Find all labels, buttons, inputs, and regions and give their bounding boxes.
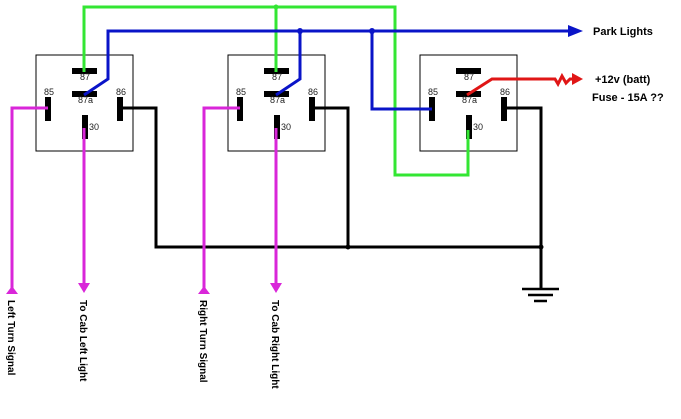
pin-87a-label: 87a [462,95,477,105]
right-turn-signal-label: Right Turn Signal [197,300,208,383]
cab-right-arrow-icon [270,283,282,293]
power-arrow-icon [572,73,583,85]
pin-30-label: 30 [89,122,99,132]
pin-86-label: 86 [116,87,126,97]
pin-30-label: 30 [473,122,483,132]
ground-junction [345,244,351,250]
pin-30-label: 30 [281,122,291,132]
pin-87-label: 87 [80,72,90,82]
pin-85-label: 85 [236,87,246,97]
pin-85-label: 85 [44,87,54,97]
pin-87a-label: 87a [78,95,93,105]
right-turn-arrow-icon [198,286,210,294]
pin-87-label: 87 [464,72,474,82]
power-label: +12v (batt) [595,74,651,86]
pin-86-label: 86 [308,87,318,97]
cab-left-arrow-icon [78,283,90,293]
ground-wire [123,106,543,289]
pin-85-label: 85 [428,87,438,97]
magenta-wire [10,106,278,292]
park-lights-label: Park Lights [593,26,653,38]
pin-87-label: 87 [272,72,282,82]
fuse-label: Fuse - 15A ?? [592,92,664,104]
relay-2: 87 87a 85 86 30 [227,54,326,152]
pin-86-label: 86 [500,87,510,97]
red-wire [466,72,575,97]
blue-wire [83,29,572,111]
blue-junction [369,28,375,34]
blue-junction [297,28,303,34]
pin-87a-label: 87a [270,95,285,105]
ground-symbol-icon [522,287,559,303]
park-lights-arrow-icon [568,25,583,37]
left-turn-signal-label: Left Turn Signal [5,300,16,376]
relay-1: 87 87a 85 86 30 [35,54,134,152]
cab-right-light-label: To Cab Right Light [269,300,280,389]
relay-3: 87 87a 85 86 30 [419,54,518,152]
green-wire [82,5,470,177]
green-junction [273,4,279,10]
cab-left-light-label: To Cab Left Light [77,300,88,382]
left-turn-arrow-icon [6,286,18,294]
ground-junction [538,244,544,250]
